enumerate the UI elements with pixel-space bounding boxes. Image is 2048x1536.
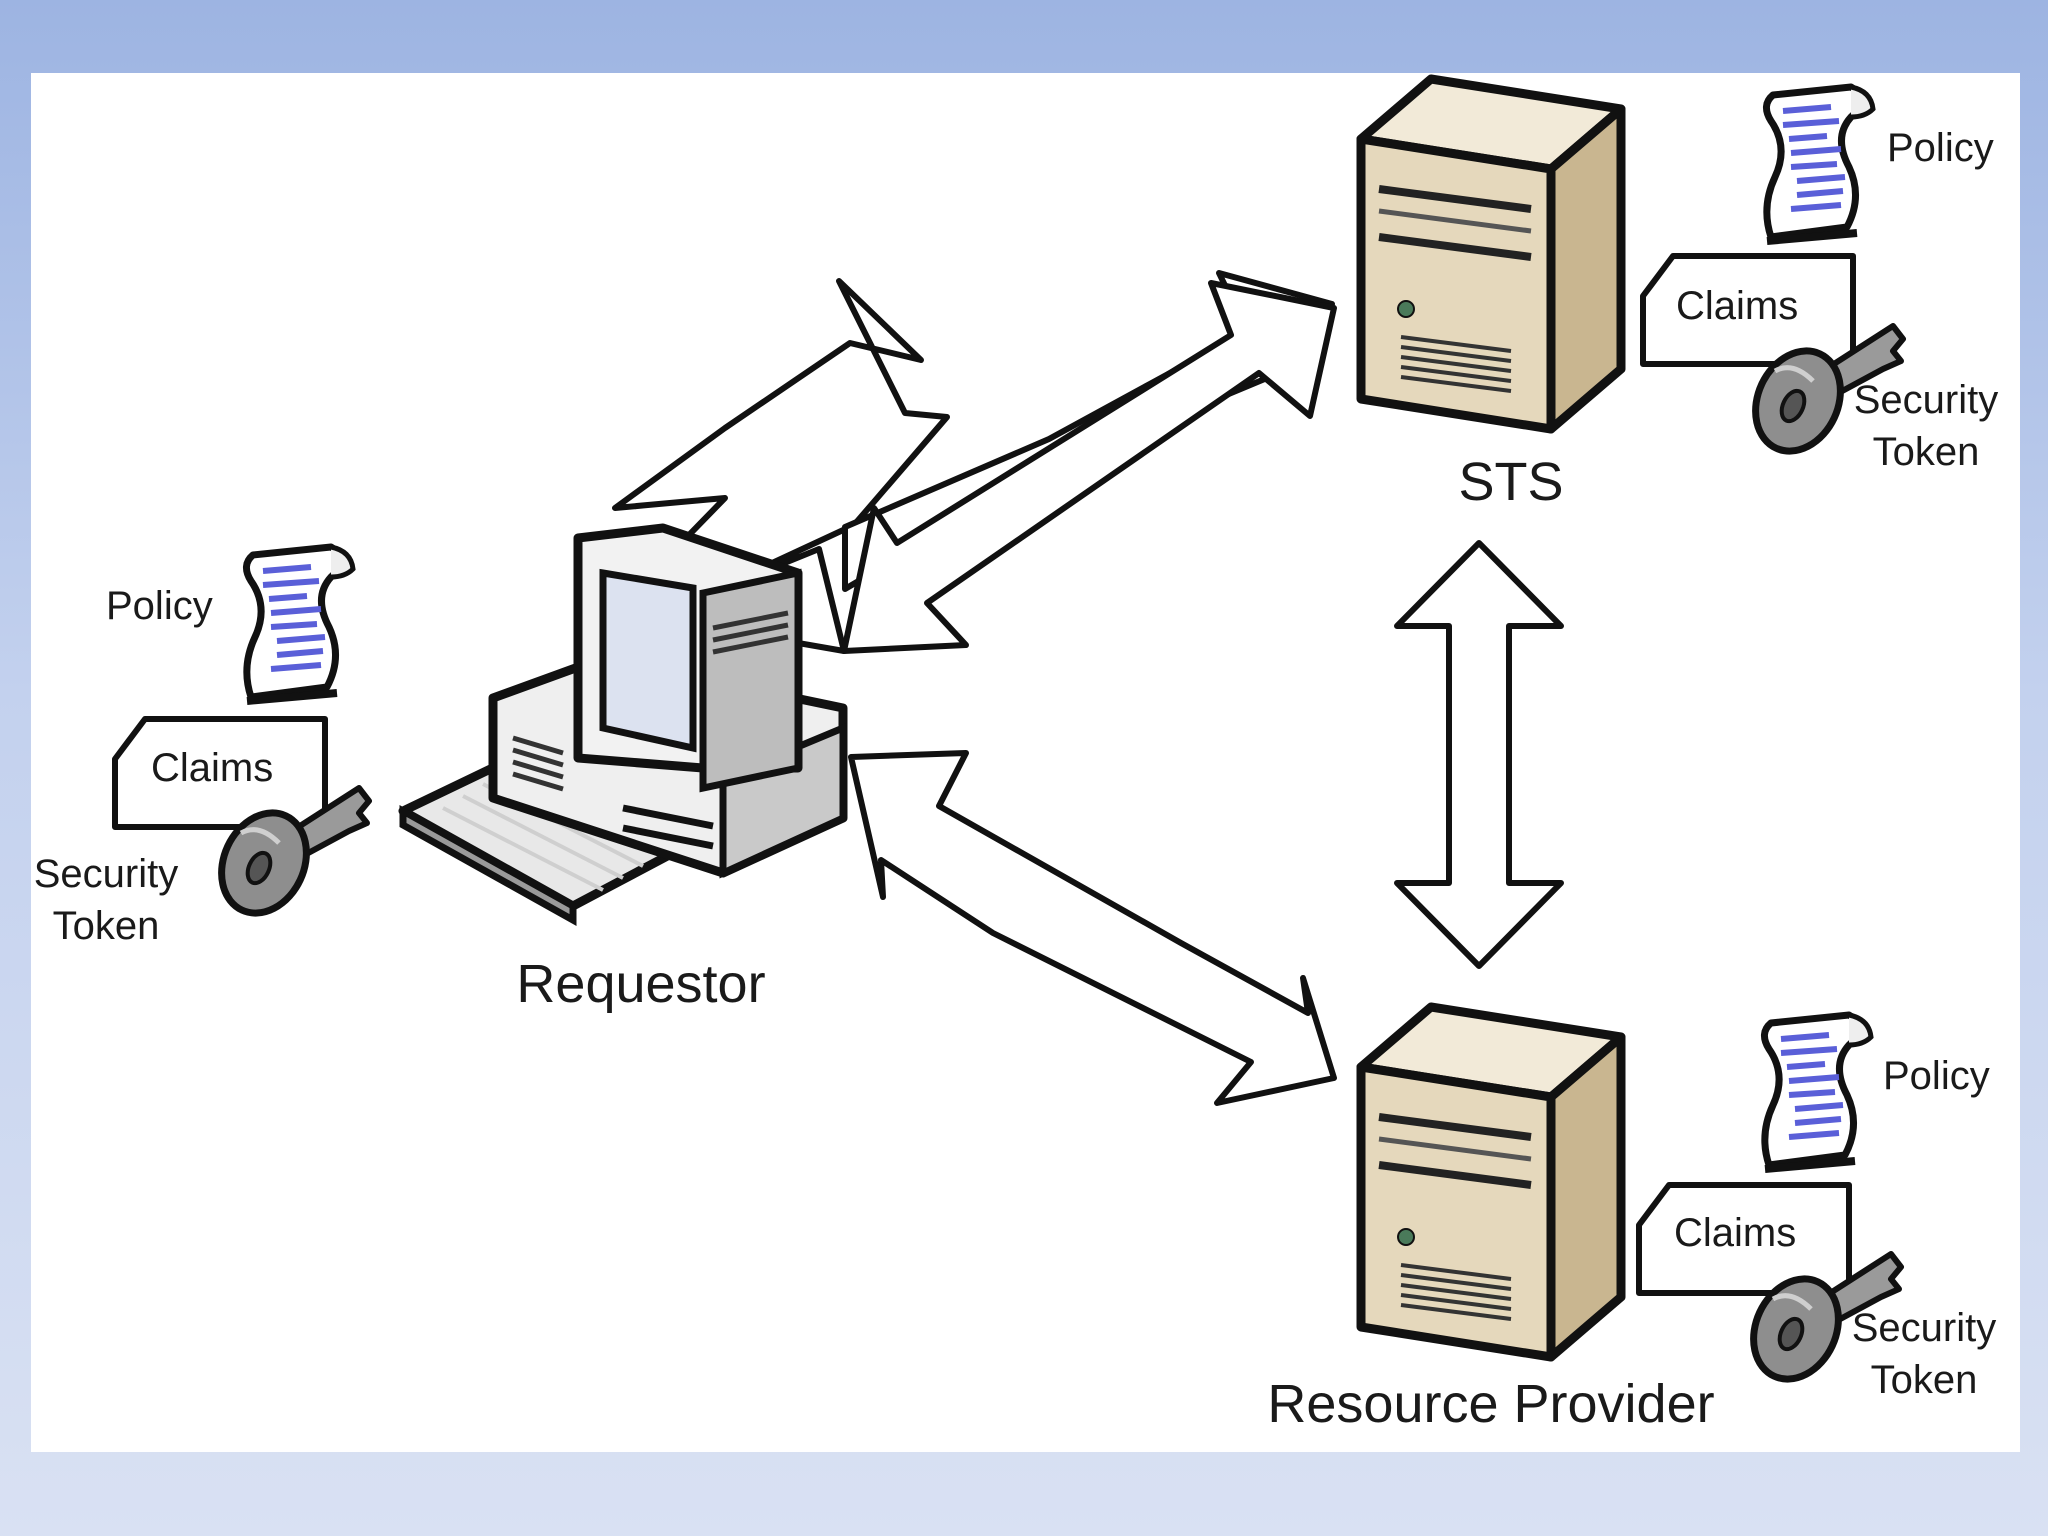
resource-provider-server-icon <box>1361 1007 1621 1357</box>
requestor-policy-icon <box>246 547 353 701</box>
arrow-sts-resource <box>1394 540 1564 969</box>
desktop-computer-icon <box>398 523 848 926</box>
sts-security-token-label-line1: Security <box>1853 378 1999 422</box>
resource-provider-label: Resource Provider <box>1267 1374 1715 1434</box>
sts-policy-label: Policy <box>1887 126 1994 170</box>
sts-policy-icon <box>1766 87 1873 241</box>
diagram-graphics <box>31 73 2020 1452</box>
rp-claims-label: Claims <box>1674 1211 1797 1255</box>
requestor-claims-label: Claims <box>151 746 274 790</box>
arrow-requestor-resource <box>848 750 1337 1106</box>
requestor-label: Requestor <box>516 954 766 1014</box>
requestor-security-token-label-line1: Security <box>33 852 179 896</box>
requestor-security-token-label-line2: Token <box>52 904 160 948</box>
diagram-canvas: STS Requestor Resource Provider Policy C… <box>31 73 2020 1452</box>
sts-security-token-label-line2: Token <box>1872 430 1980 474</box>
rp-policy-icon <box>1764 1015 1871 1169</box>
sts-label: STS <box>1458 452 1564 512</box>
rp-security-token-label-line2: Token <box>1870 1358 1978 1402</box>
sts-claims-label: Claims <box>1676 284 1799 328</box>
rp-security-token-label-line1: Security <box>1851 1306 1997 1350</box>
rp-policy-label: Policy <box>1883 1054 1990 1098</box>
sts-server-icon <box>1361 79 1621 429</box>
requestor-policy-label: Policy <box>106 584 213 628</box>
